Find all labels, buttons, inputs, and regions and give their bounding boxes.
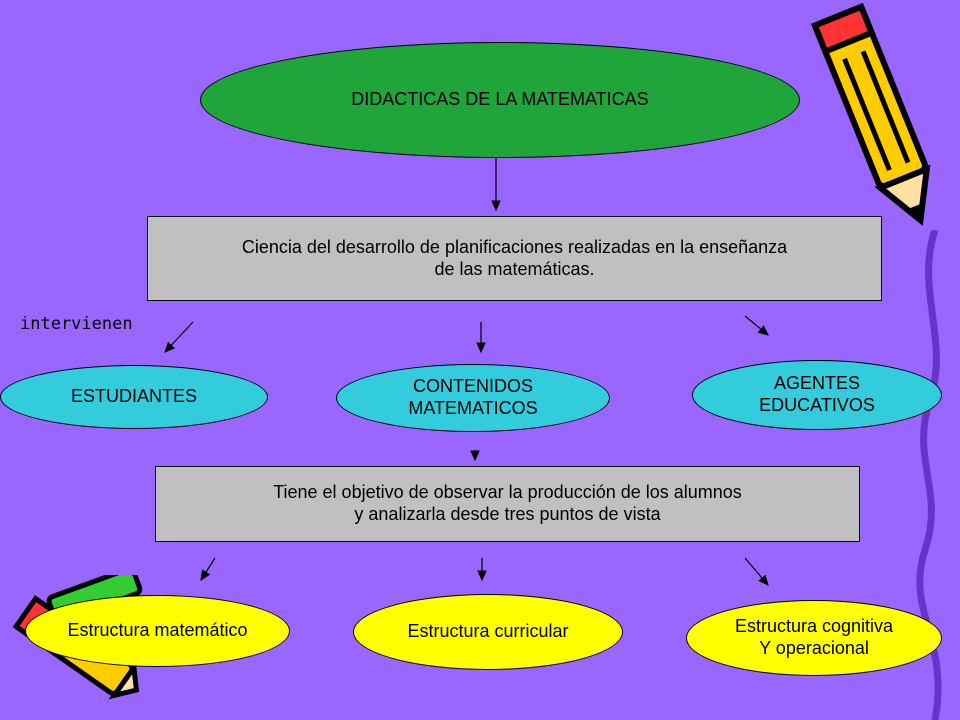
definition-box: Ciencia del desarrollo de planificacione…	[147, 216, 882, 301]
arrow-to-estructura-matematico	[200, 557, 216, 582]
definition-line-2: de las matemáticas.	[434, 258, 595, 279]
connector-label: intervienen	[20, 314, 133, 334]
arrow-to-estudiantes	[164, 321, 194, 353]
objective-box: Tiene el objetivo de observar la producc…	[155, 466, 860, 542]
title-node: DIDACTICAS DE LA MATEMATICAS	[200, 42, 800, 158]
participant-estudiantes: ESTUDIANTES	[0, 365, 268, 429]
structure-curricular: Estructura curricular	[353, 594, 623, 670]
arrow-to-estructura-cognitiva	[744, 557, 769, 586]
arrow-to-agentes	[744, 315, 769, 336]
participant-contenidos: CONTENIDOS MATEMATICOS	[336, 364, 610, 432]
participant-label: EDUCATIVOS	[759, 395, 875, 415]
structure-matematico: Estructura matemático	[25, 595, 290, 667]
participant-label: ESTUDIANTES	[70, 386, 198, 407]
structure-label: Y operacional	[759, 638, 869, 658]
structure-label: Estructura matemático	[67, 620, 248, 641]
structure-cognitiva: Estructura cognitiva Y operacional	[686, 600, 942, 676]
pencil-icon	[810, 2, 931, 226]
objective-line-2: y analizarla desde tres puntos de vista	[354, 504, 661, 524]
objective-line-1: Tiene el objetivo de observar la producc…	[273, 482, 742, 503]
participant-label: MATEMATICOS	[408, 398, 538, 418]
definition-line-1: Ciencia del desarrollo de planificacione…	[241, 236, 788, 257]
structure-label: Estructura curricular	[407, 621, 569, 642]
structure-label: Estructura cognitiva	[734, 616, 894, 637]
participant-label: CONTENIDOS	[412, 376, 533, 397]
participant-agentes: AGENTES EDUCATIVOS	[692, 360, 942, 430]
participant-label: AGENTES	[773, 373, 861, 394]
title-text: DIDACTICAS DE LA MATEMATICAS	[351, 89, 649, 110]
